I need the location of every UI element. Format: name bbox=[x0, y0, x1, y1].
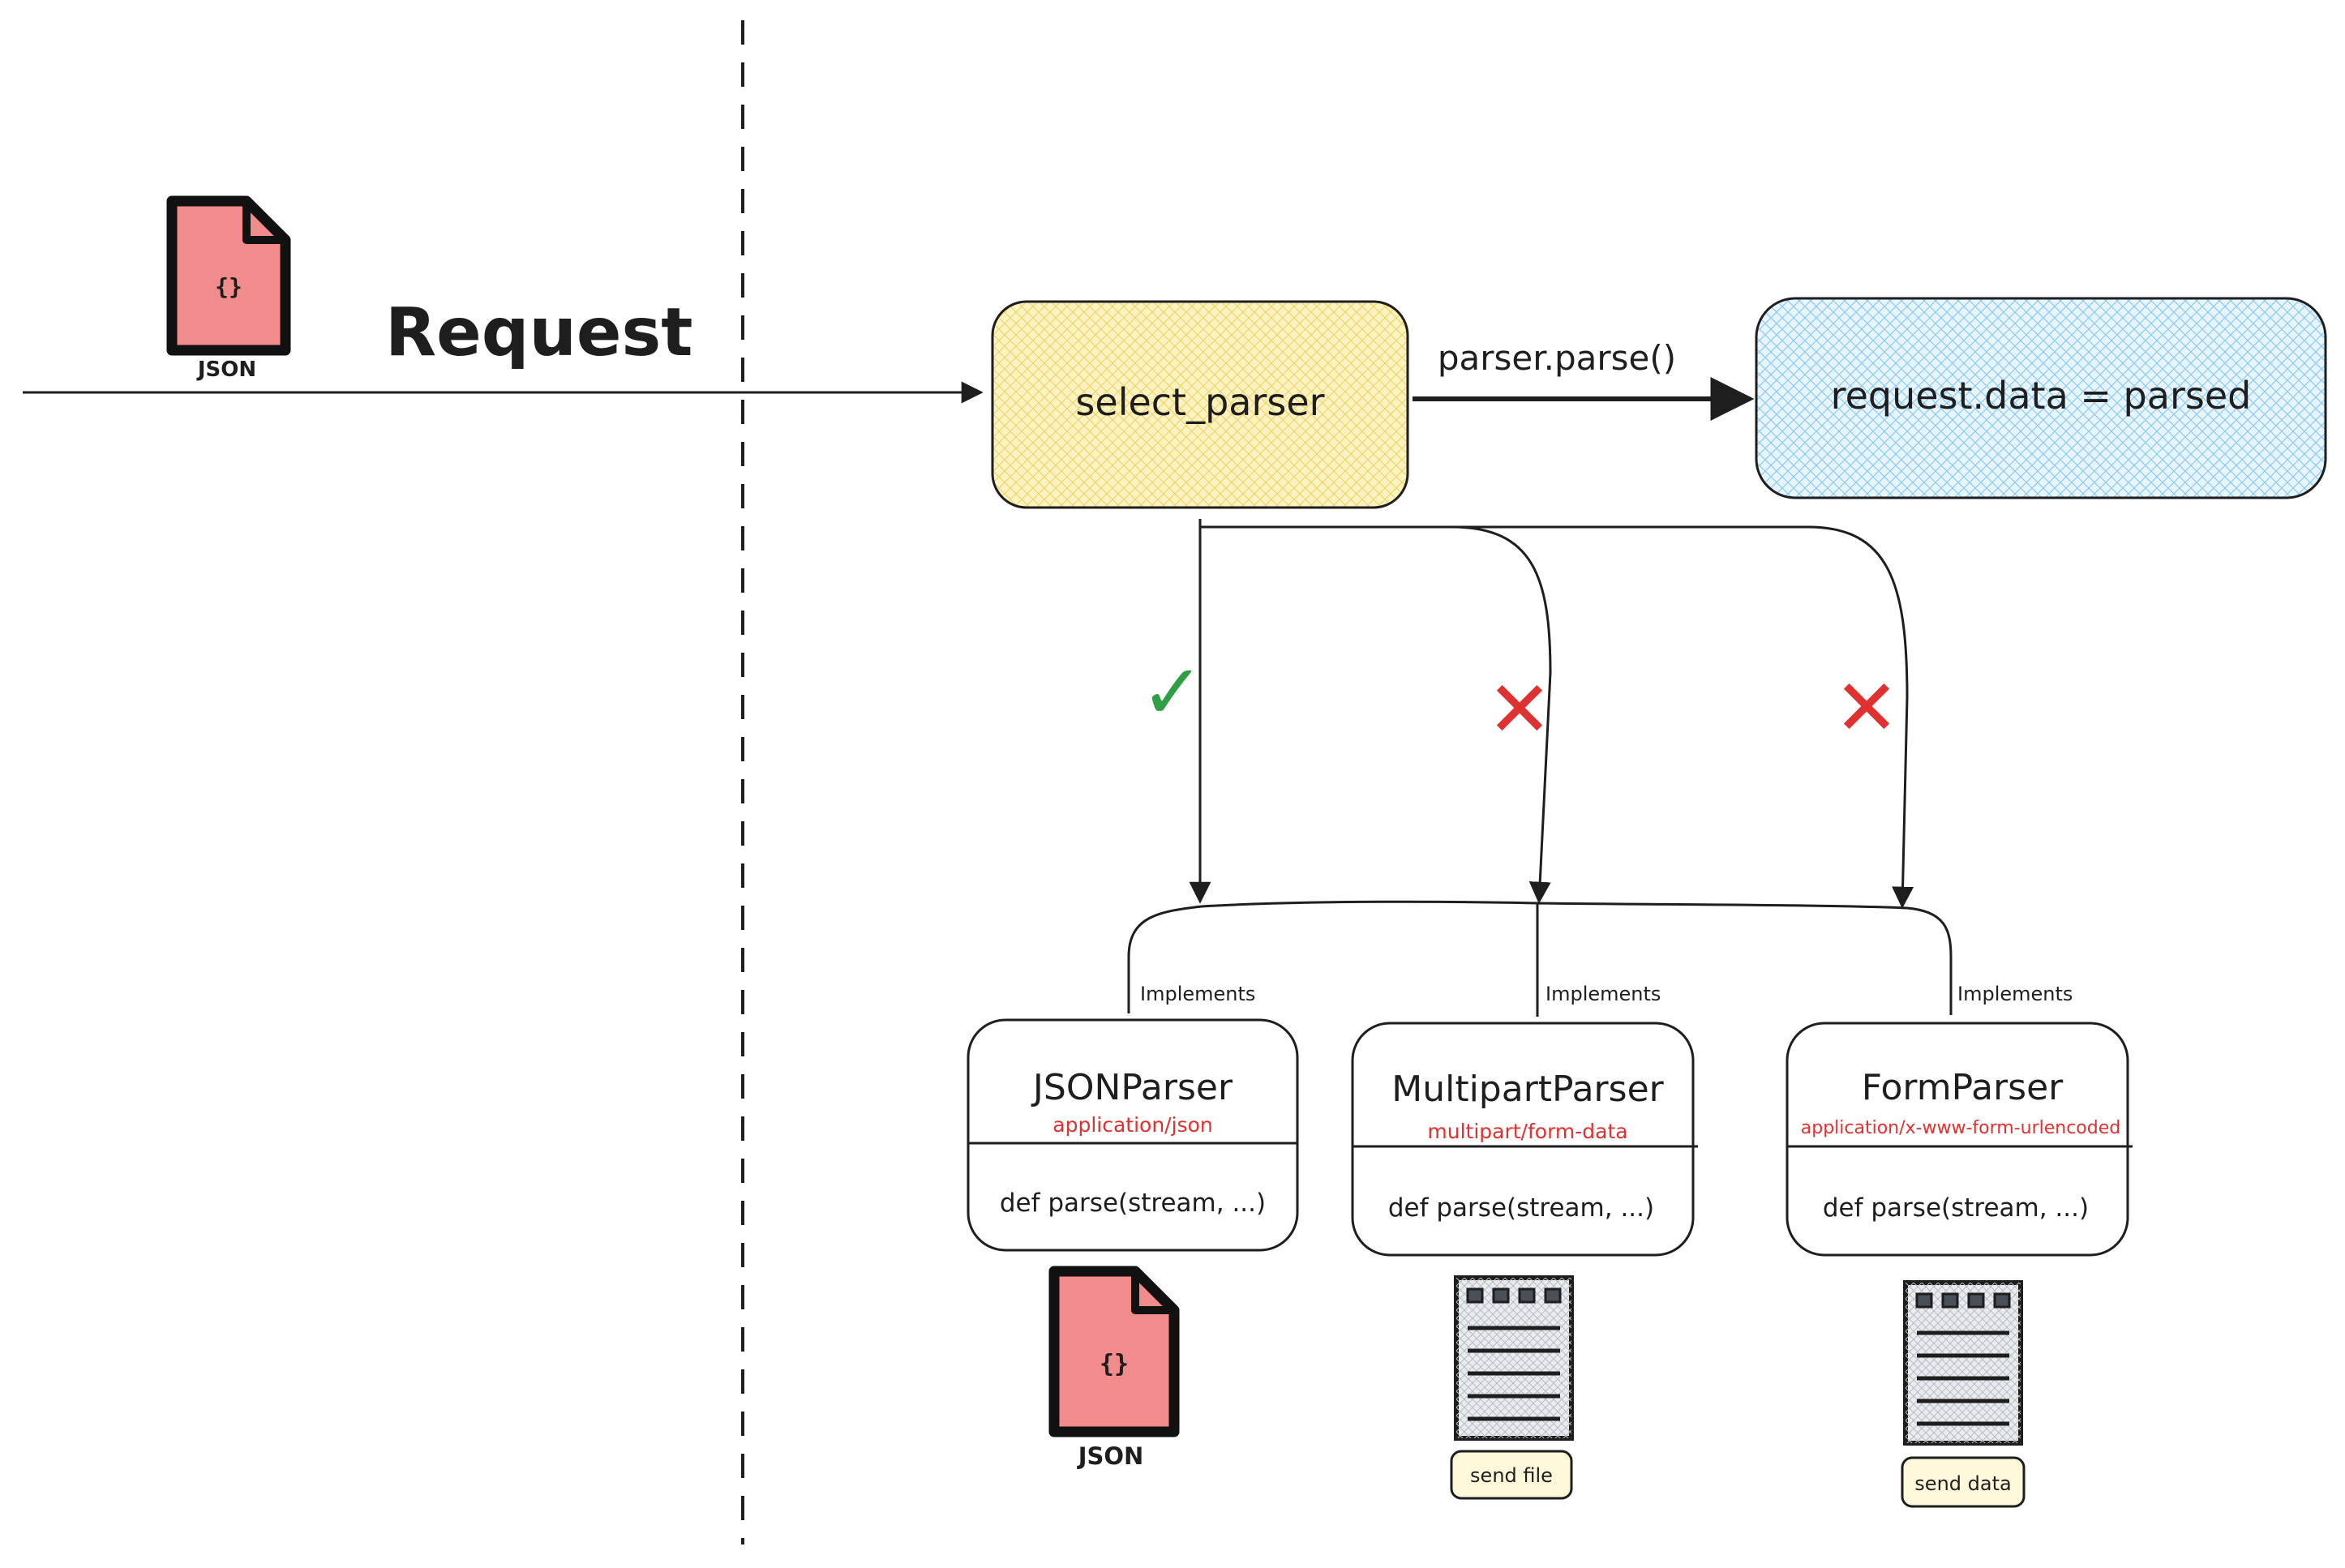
json-asset-label: JSON bbox=[1077, 1442, 1144, 1470]
send-file-label: send file bbox=[1470, 1464, 1553, 1487]
send-data-label: send data bbox=[1914, 1472, 2011, 1495]
check-mark-icon: ✓ bbox=[1141, 649, 1205, 737]
branch-arrow-form bbox=[1200, 525, 1914, 909]
implements-label-multipart: Implements bbox=[1545, 983, 1661, 1005]
svg-text:{}: {} bbox=[1100, 1350, 1129, 1378]
form-parser-media-type: application/x-www-form-urlencoded bbox=[1801, 1118, 2120, 1138]
implements-label-json: Implements bbox=[1140, 983, 1255, 1005]
cross-mark-icon: ✕ bbox=[1834, 662, 1899, 753]
select-parser-label: select_parser bbox=[1075, 380, 1324, 424]
json-parser-card: JSONParser application/json def parse(st… bbox=[967, 1018, 1299, 1252]
form-document-icon bbox=[1903, 1280, 2023, 1446]
form-parser-method: def parse(stream, ...) bbox=[1823, 1193, 2089, 1223]
select-parser-box: select_parser bbox=[991, 300, 1409, 509]
request-label: Request bbox=[385, 294, 692, 371]
result-label: request.data = parsed bbox=[1831, 374, 2252, 418]
implements-brace bbox=[1127, 900, 1953, 1017]
multipart-parser-media-type: multipart/form-data bbox=[1427, 1120, 1627, 1143]
branch-arrow-multipart bbox=[1200, 525, 1552, 904]
svg-text:{}: {} bbox=[215, 273, 242, 300]
cross-mark-icon: ✕ bbox=[1487, 664, 1552, 755]
parse-arrow-label: parser.parse() bbox=[1438, 338, 1676, 378]
form-parser-card: FormParser application/x-www-form-urlenc… bbox=[1786, 1022, 2133, 1257]
json-parser-name: JSONParser bbox=[1031, 1067, 1233, 1108]
multipart-parser-card: MultipartParser multipart/form-data def … bbox=[1351, 1022, 1698, 1257]
implements-label-form: Implements bbox=[1957, 983, 2073, 1005]
json-parser-method: def parse(stream, ...) bbox=[1000, 1189, 1266, 1218]
form-parser-name: FormParser bbox=[1862, 1067, 2064, 1108]
form-document-icon bbox=[1454, 1275, 1574, 1441]
send-file-tag: send file bbox=[1450, 1450, 1573, 1500]
request-file-label: JSON bbox=[196, 358, 256, 382]
multipart-parser-method: def parse(stream, ...) bbox=[1388, 1193, 1654, 1223]
send-data-tag: send data bbox=[1901, 1456, 2026, 1508]
json-file-icon: {} bbox=[166, 195, 291, 356]
json-parser-media-type: application/json bbox=[1052, 1113, 1212, 1137]
multipart-parser-name: MultipartParser bbox=[1391, 1069, 1664, 1110]
result-box: request.data = parsed bbox=[1755, 297, 2327, 499]
json-file-icon: {} bbox=[1048, 1266, 1180, 1437]
